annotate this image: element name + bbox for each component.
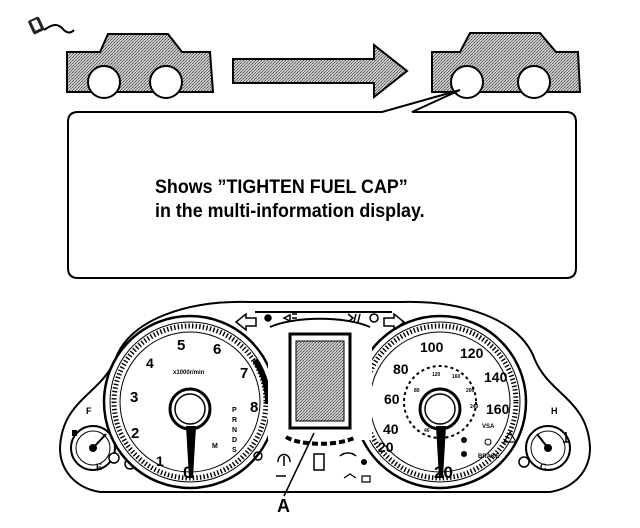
gear-s: S <box>232 447 237 454</box>
fuel-pump-icon <box>72 430 77 436</box>
fuel-gauge: F E <box>70 406 136 472</box>
gear-m: M <box>212 443 218 450</box>
callout-line-2: in the multi-information display. <box>155 201 425 222</box>
tach-num-8: 8 <box>250 399 258 416</box>
callout-message: Shows ”TIGHTEN FUEL CAP” in the multi-in… <box>155 176 531 224</box>
speed-num-60: 60 <box>384 391 400 407</box>
gear-d: D <box>232 437 237 444</box>
tpms-icon <box>484 438 492 446</box>
door-icon <box>313 453 325 471</box>
callout-box <box>67 89 577 279</box>
warning-icon-left <box>253 451 263 461</box>
speed-num-160: 160 <box>486 401 510 417</box>
check-engine-icon <box>461 437 467 443</box>
oil-icon <box>361 459 367 465</box>
km-num-120: 120 <box>432 372 441 378</box>
speed-num-80: 80 <box>393 361 409 377</box>
car-left-icon <box>66 33 215 99</box>
vsa-indicator: VSA <box>482 424 495 430</box>
cruise-icon <box>339 452 357 457</box>
center-display-area <box>253 317 372 483</box>
speed-num-140: 140 <box>484 369 508 385</box>
tach-unit-label: x1000r/min <box>173 370 205 376</box>
speed-num-0: 20 <box>434 463 453 482</box>
speedometer: 20 20 40 60 80 100 120 140 160 40 80 120… <box>352 314 528 490</box>
km-num-80: 80 <box>414 388 420 394</box>
car-right-icon <box>431 32 582 99</box>
immobilizer-icon <box>343 473 357 479</box>
pointer-line-a <box>283 432 315 497</box>
km-num-240: 240 <box>470 404 479 410</box>
coolant-temp-icon <box>563 432 569 443</box>
tach-num-6: 6 <box>213 341 221 358</box>
km-num-160: 160 <box>452 374 461 380</box>
temp-cold-mark: C <box>540 462 547 472</box>
gear-r: R <box>232 417 237 424</box>
km-num-40: 40 <box>424 428 430 434</box>
speed-num-40: 40 <box>383 421 399 437</box>
fuel-full-mark: F <box>86 406 92 416</box>
battery-icon <box>461 451 467 457</box>
tach-num-3: 3 <box>130 389 138 406</box>
tach-num-2: 2 <box>131 425 139 442</box>
headlight-icon <box>264 314 272 322</box>
temp-hot-mark: H <box>551 406 558 416</box>
turn-left-arrow-icon <box>234 312 257 332</box>
airbag-icon <box>361 475 371 483</box>
callout-line-1: Shows ”TIGHTEN FUEL CAP” <box>155 177 408 198</box>
seatbelt-icon <box>277 453 291 466</box>
speed-num-20: 20 <box>378 439 394 455</box>
tach-num-5: 5 <box>177 337 185 354</box>
tach-num-7: 7 <box>240 365 248 382</box>
arrow-right-icon <box>232 42 409 100</box>
high-beam-icon <box>282 313 297 323</box>
parking-light-icon <box>369 313 379 323</box>
temp-gauge: H C <box>518 406 571 472</box>
tachometer: 0 1 2 3 4 5 6 7 8 x1000r/min P R N D S M <box>102 314 278 490</box>
gear-n: N <box>232 427 237 434</box>
tach-num-1: 1 <box>156 453 164 469</box>
speed-num-100: 100 <box>420 339 444 355</box>
warning-triangle-icon <box>502 430 518 443</box>
speed-num-120: 120 <box>460 345 484 361</box>
fuel-empty-mark: E <box>96 462 102 472</box>
tach-num-0: 0 <box>183 463 192 482</box>
km-num-200: 200 <box>466 388 475 394</box>
fuel-cap-icon <box>28 16 75 35</box>
tach-num-4: 4 <box>146 355 154 371</box>
gear-p: P <box>232 407 237 414</box>
label-a: A <box>277 496 290 516</box>
brake-indicator: BRAKE <box>478 454 499 460</box>
